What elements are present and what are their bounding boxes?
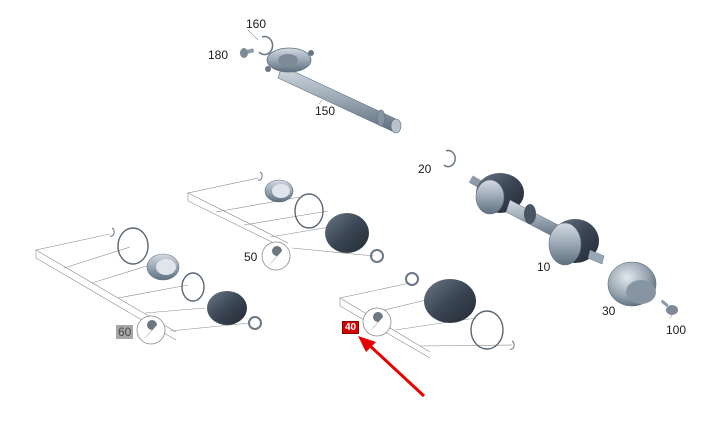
circlip-160[interactable]: [258, 35, 274, 56]
callout-60: 60: [116, 325, 134, 339]
kit-50-leader-lines: [187, 177, 375, 257]
callout-20: 20: [418, 162, 432, 176]
kit-60-tool-badge: [136, 315, 166, 345]
kit-50-parts[interactable]: [257, 171, 384, 263]
callout-180: 180: [208, 48, 229, 62]
wrench-icon: [369, 312, 383, 332]
kit-40-tool-badge: [362, 307, 392, 337]
red-arrow-pointer: [358, 336, 426, 398]
kit-60-leader-lines: [35, 233, 251, 341]
kit-60-parts[interactable]: [109, 227, 262, 330]
callout-40-highlighted[interactable]: 40: [342, 321, 360, 334]
leader-150: [318, 99, 323, 105]
callout-160: 160: [246, 17, 267, 31]
circlip-20[interactable]: [443, 149, 456, 168]
wrench-icon: [268, 246, 282, 266]
wrench-icon: [143, 320, 157, 340]
bolt-180[interactable]: [239, 48, 255, 58]
wheel-hub-30[interactable]: [607, 261, 657, 307]
kit-40-parts[interactable]: [405, 272, 515, 350]
leader-100: [669, 314, 673, 319]
kit-50-tool-badge: [261, 241, 291, 271]
callout-30: 30: [602, 304, 616, 318]
callout-10: 10: [537, 260, 551, 274]
callout-100: 100: [666, 323, 687, 337]
leader-160: [247, 29, 259, 41]
callout-150: 150: [315, 104, 336, 118]
intermediate-shaft-150[interactable]: [265, 47, 402, 134]
callout-50: 50: [244, 250, 258, 264]
bolt-100[interactable]: [660, 299, 678, 315]
drive-shaft-10[interactable]: [468, 173, 605, 266]
